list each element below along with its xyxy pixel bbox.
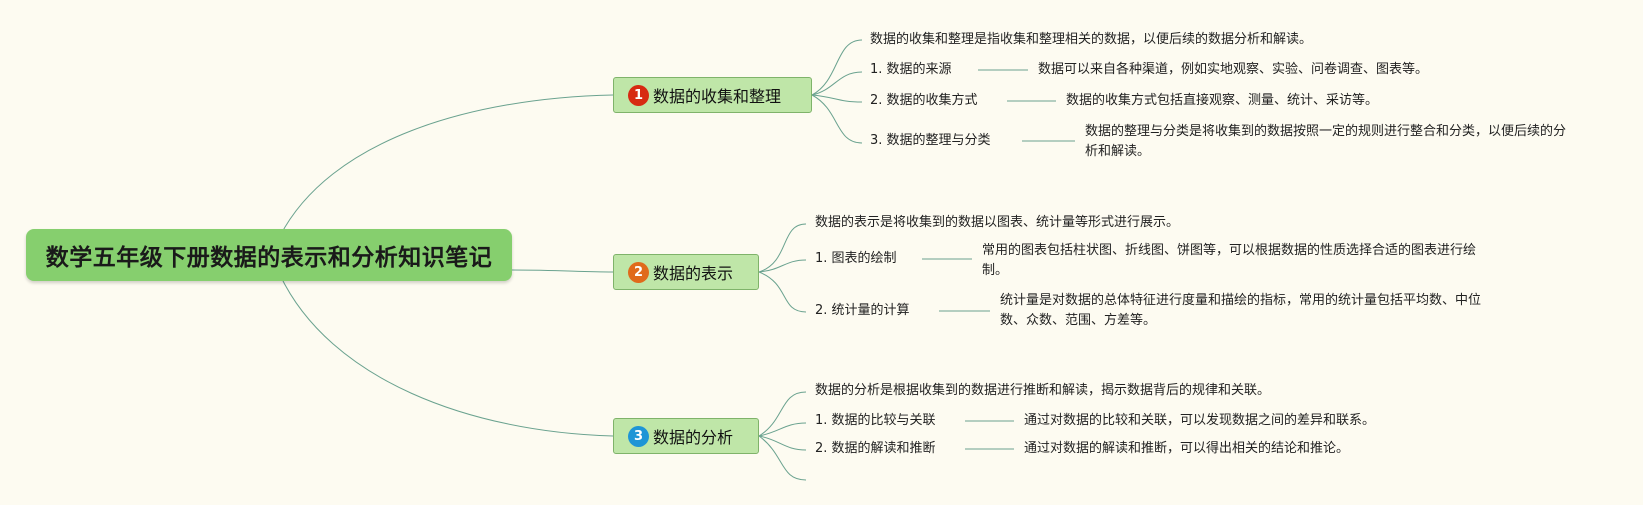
b2-item1-detail: 常用的图表包括柱状图、折线图、饼图等，可以根据数据的性质选择合适的图表进行绘制。 (982, 243, 1477, 278)
link-b3-end (758, 435, 807, 481)
link-b3-item2 (758, 435, 807, 451)
b3-summary: 数据的分析是根据收集到的数据进行推断和解读，揭示数据背后的规律和关联。 (815, 383, 1271, 398)
branch-title-2: 数据的表示 (653, 264, 734, 283)
link-b2-summary (758, 223, 807, 273)
link-root-branch-2 (511, 269, 614, 273)
link-b3-item1 (758, 422, 807, 437)
b1-item3-label: 3. 数据的整理与分类 (870, 133, 991, 148)
link-root-branch-3 (279, 274, 614, 437)
b2-item2-detail: 统计量是对数据的总体特征进行度量和描绘的指标，常用的统计量包括平均数、中位数、众… (1000, 293, 1482, 328)
branch-node-2[interactable]: 2 数据的表示 (613, 254, 759, 290)
b1-item2-label: 2. 数据的收集方式 (870, 93, 978, 108)
b2-item2-label: 2. 统计量的计算 (815, 303, 910, 318)
b3-item1-label: 1. 数据的比较与关联 (815, 413, 936, 428)
link-b1-item2 (811, 94, 863, 103)
link-b1-item1 (811, 71, 863, 96)
number-badge-1: 1 (628, 84, 649, 106)
link-b3-summary (758, 391, 807, 437)
b1-item3-detail: 数据的整理与分类是将收集到的数据按照一定的规则进行整合和分类，以便后续的分析和解… (1085, 124, 1567, 159)
link-root-branch-1 (279, 94, 614, 237)
b3-item2-label: 2. 数据的解读和推断 (815, 441, 936, 456)
number-badge-3: 3 (628, 425, 649, 447)
b3-item2-detail: 通过对数据的解读和推断，可以得出相关的结论和推论。 (1024, 441, 1350, 456)
link-b2-item1 (758, 259, 807, 273)
root-node[interactable]: 数学五年级下册数据的表示和分析知识笔记 (26, 229, 512, 281)
link-b2-item2 (758, 271, 807, 313)
link-b1-item3 (811, 94, 863, 144)
root-title: 数学五年级下册数据的表示和分析知识笔记 (45, 245, 493, 271)
b3-item1-detail: 通过对数据的比较和关联，可以发现数据之间的差异和联系。 (1024, 413, 1376, 428)
b2-summary: 数据的表示是将收集到的数据以图表、统计量等形式进行展示。 (815, 215, 1180, 230)
branch-node-1[interactable]: 1 数据的收集和整理 (613, 77, 812, 113)
branch-title-1: 数据的收集和整理 (653, 87, 782, 106)
link-b1-summary (811, 39, 863, 96)
number-badge-2: 2 (628, 261, 649, 283)
branch-node-3[interactable]: 3 数据的分析 (613, 418, 759, 454)
b2-item1-label: 1. 图表的绘制 (815, 251, 897, 266)
b1-summary: 数据的收集和整理是指收集和整理相关的数据，以便后续的数据分析和解读。 (870, 32, 1313, 47)
b1-item1-detail: 数据可以来自各种渠道，例如实地观察、实验、问卷调查、图表等。 (1038, 62, 1429, 77)
b1-item1-label: 1. 数据的来源 (870, 62, 952, 77)
b1-item2-detail: 数据的收集方式包括直接观察、测量、统计、采访等。 (1066, 93, 1379, 108)
branch-title-3: 数据的分析 (653, 428, 734, 447)
